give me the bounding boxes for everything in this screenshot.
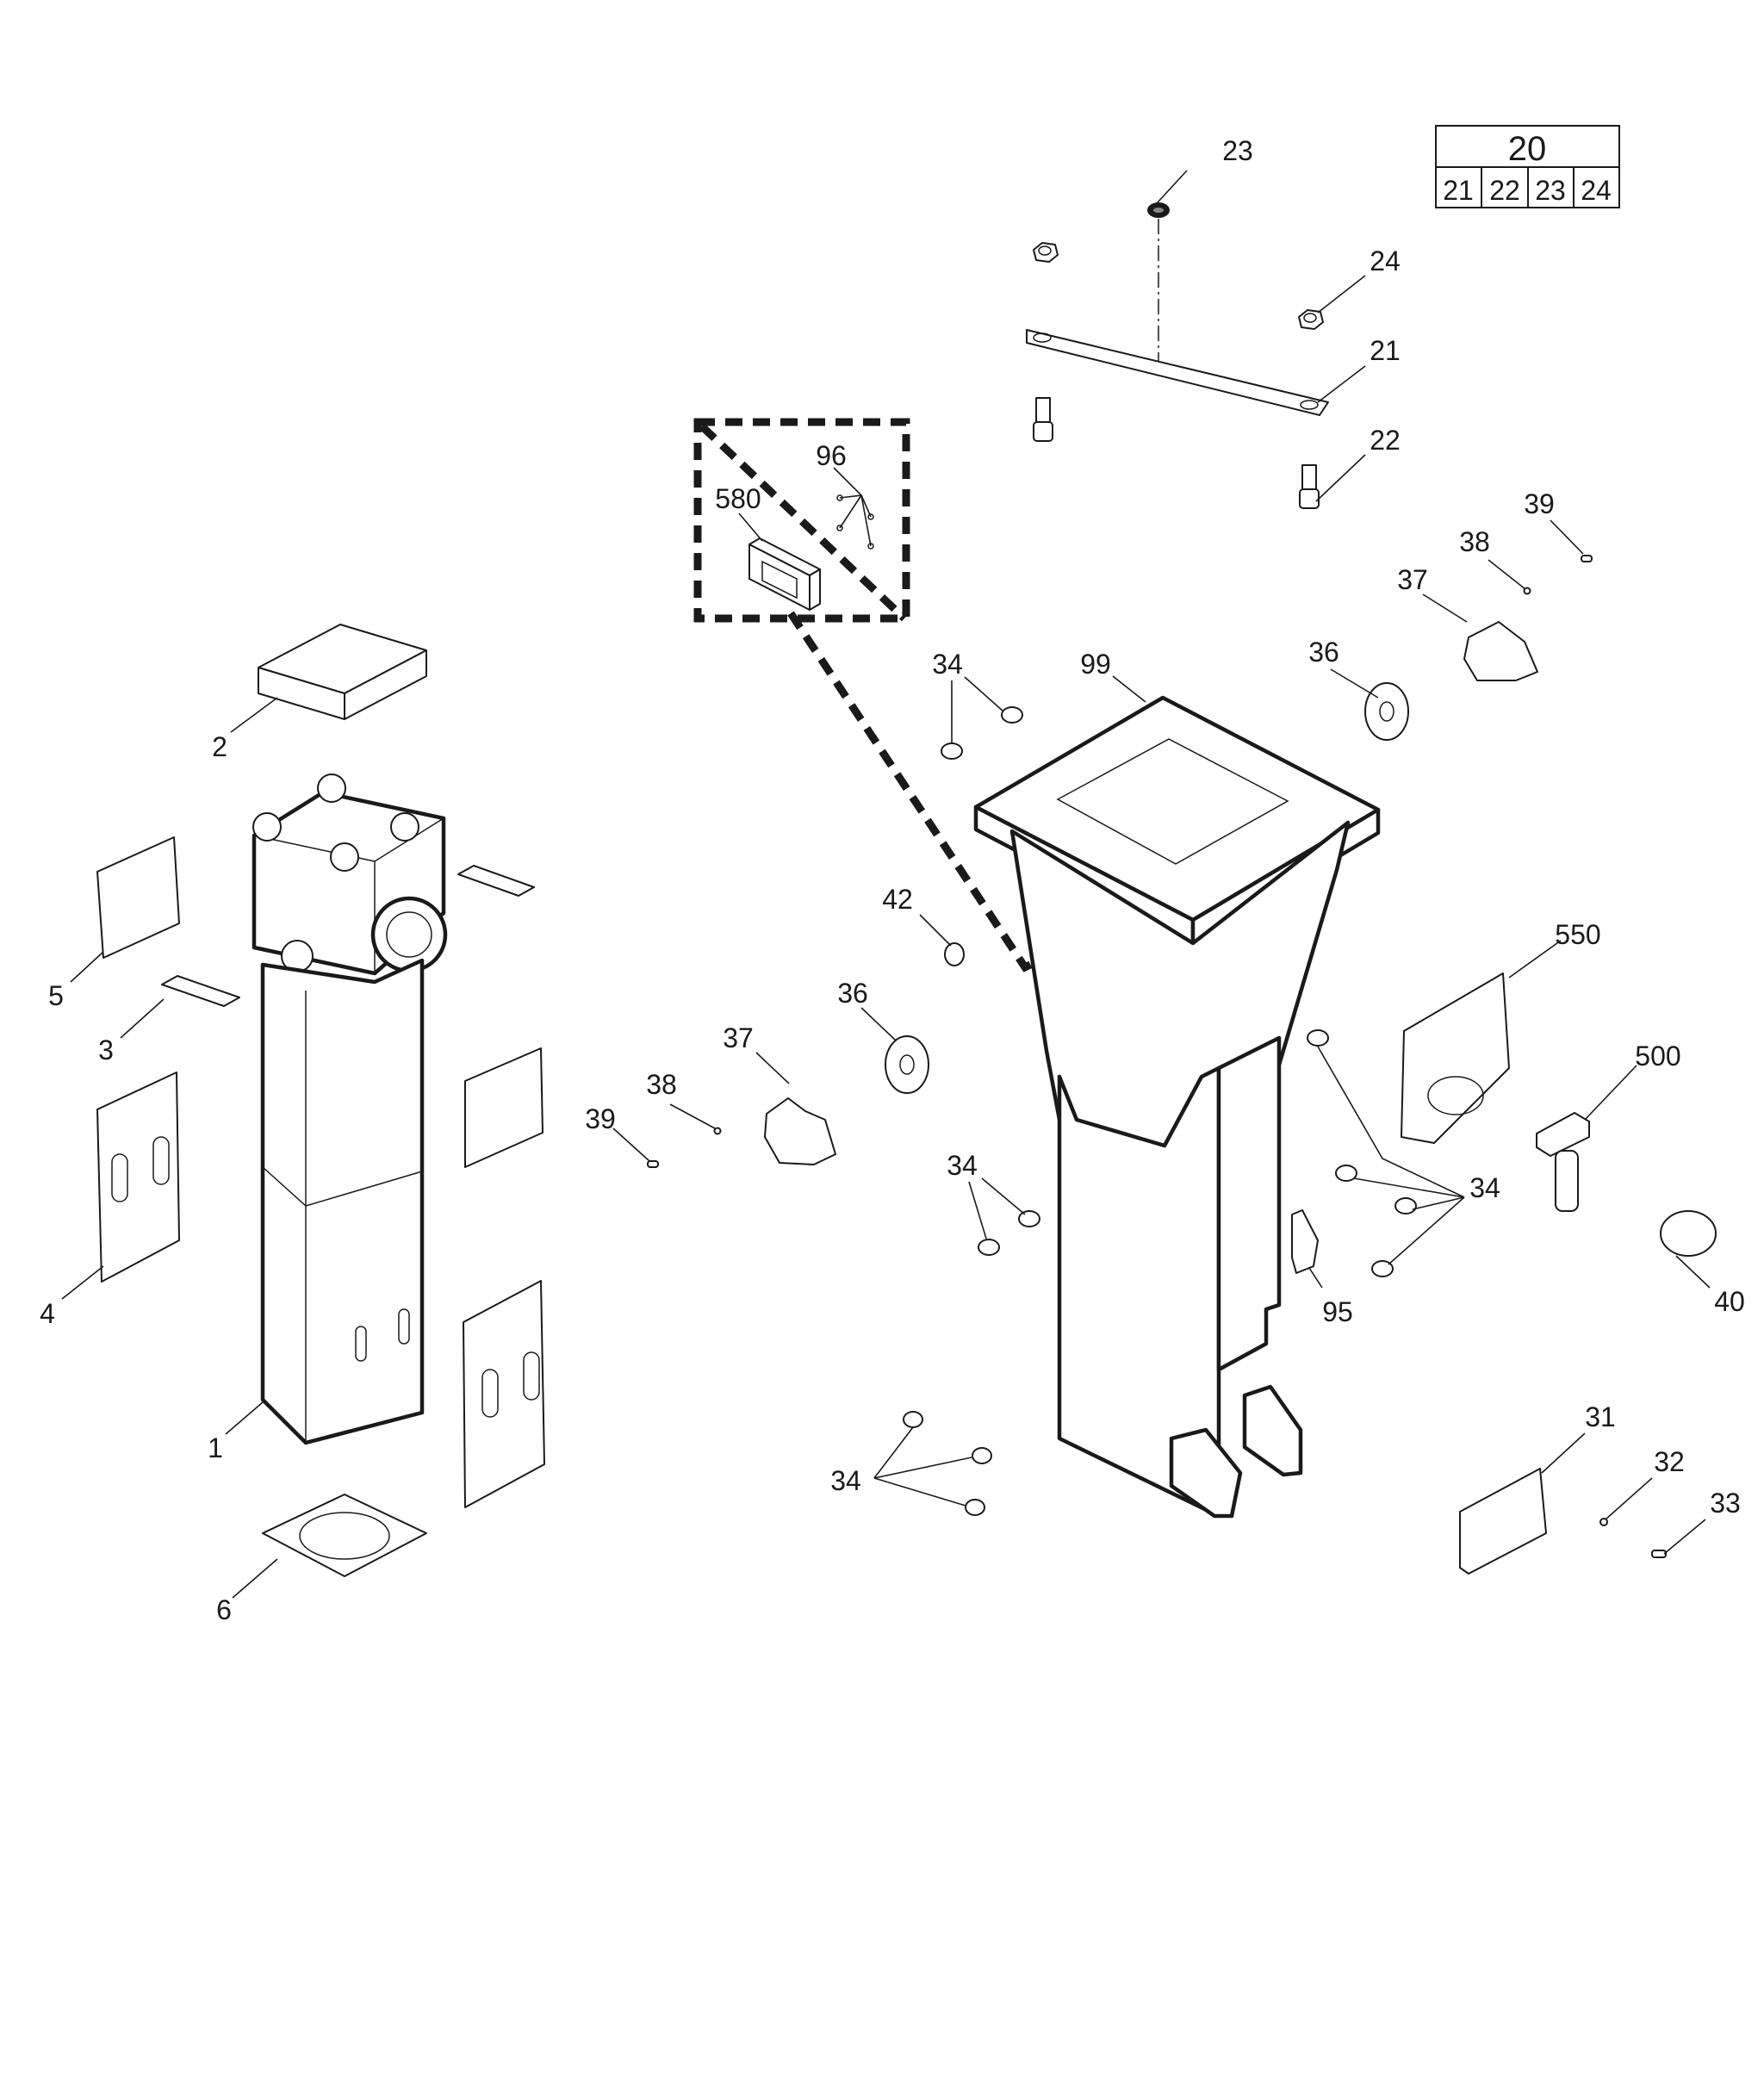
part-37-bracket[interactable]: [1463, 621, 1538, 681]
part-99-housing[interactable]: [973, 695, 1381, 1519]
callout-34a: 34: [932, 649, 963, 680]
part-3-key[interactable]: [161, 975, 240, 1007]
part-34-grommet[interactable]: [941, 742, 963, 760]
callout-21: 21: [1370, 335, 1401, 366]
part-32-washer[interactable]: [1599, 1518, 1608, 1526]
callout-1: 1: [208, 1432, 223, 1463]
part-6-bottom-buffer[interactable]: [262, 1494, 427, 1577]
callout-3: 3: [98, 1034, 114, 1065]
part-96-screws[interactable]: [836, 494, 874, 550]
part-580-junction-box[interactable]: [748, 537, 821, 611]
part-34-plug[interactable]: [965, 1499, 985, 1516]
part-38-washer[interactable]: [713, 1127, 722, 1135]
kit-table-component: 21: [1443, 175, 1474, 206]
part-33-screw[interactable]: [1651, 1550, 1667, 1558]
callout-580: 580: [715, 483, 761, 514]
part-34-grommet[interactable]: [1394, 1197, 1417, 1215]
kit-table-component: 24: [1581, 175, 1612, 206]
part-95-port-cover[interactable]: [1291, 1209, 1319, 1274]
part-34-plug[interactable]: [972, 1447, 992, 1464]
part-34-grommet[interactable]: [1001, 706, 1023, 724]
kit-table-component: 23: [1535, 175, 1566, 206]
part-39-screw[interactable]: [1581, 555, 1593, 562]
callout-34c: 34: [1469, 1172, 1500, 1203]
callout-39a: 39: [585, 1103, 616, 1134]
callout-500: 500: [1635, 1041, 1680, 1072]
part-1-cylinder-assembly[interactable]: [252, 773, 448, 1445]
callout-38b: 38: [1459, 526, 1490, 557]
callout-36a: 36: [837, 978, 868, 1009]
callout-37a: 37: [723, 1022, 754, 1053]
part-24-nut[interactable]: [1298, 309, 1324, 330]
callout-32: 32: [1654, 1446, 1685, 1477]
callout-40: 40: [1714, 1286, 1745, 1317]
callout-95: 95: [1322, 1296, 1353, 1327]
part-24-nut[interactable]: [1033, 242, 1059, 263]
callout-31: 31: [1585, 1401, 1616, 1432]
callout-34d: 34: [830, 1465, 861, 1496]
part-37-bracket[interactable]: [764, 1097, 836, 1165]
part-36-flange-seal[interactable]: [1364, 682, 1409, 741]
callout-42: 42: [882, 884, 913, 915]
part-34-grommet[interactable]: [1335, 1165, 1357, 1182]
callout-39b: 39: [1524, 488, 1555, 519]
part-22-bolt[interactable]: [1299, 464, 1320, 509]
callout-550: 550: [1555, 919, 1600, 950]
part-36-flange-seal[interactable]: [885, 1035, 929, 1094]
callout-38a: 38: [646, 1069, 677, 1100]
part-34-grommet[interactable]: [1371, 1260, 1394, 1277]
part-40-cover-disc[interactable]: [1660, 1210, 1717, 1257]
callout-4: 4: [40, 1298, 55, 1329]
part-4-side-plate[interactable]: [463, 1280, 545, 1508]
callout-2: 2: [212, 731, 227, 762]
part-42-plug[interactable]: [944, 942, 965, 966]
part-38-washer[interactable]: [1523, 587, 1531, 595]
callout-6: 6: [216, 1594, 232, 1625]
callout-36b: 36: [1308, 637, 1339, 668]
leader-lines: [61, 170, 1711, 1599]
part-31-cover-plate[interactable]: [1459, 1468, 1547, 1575]
callout-5: 5: [48, 980, 64, 1011]
part-5-wear-plate[interactable]: [96, 836, 180, 959]
part-3-key[interactable]: [457, 865, 535, 897]
part-39-screw[interactable]: [647, 1160, 659, 1168]
part-21-strap[interactable]: [1026, 329, 1329, 416]
kit-table-kit-number: 20: [1508, 130, 1547, 168]
part-34-grommet[interactable]: [1018, 1210, 1040, 1227]
part-550-sensor-cover[interactable]: [1401, 972, 1510, 1144]
callout-23: 23: [1222, 135, 1253, 166]
callout-22: 22: [1370, 425, 1401, 456]
callout-99: 99: [1080, 649, 1111, 680]
part-34-plug[interactable]: [903, 1411, 923, 1428]
callout-33: 33: [1710, 1488, 1741, 1519]
kit-table: 20 21 22 23 24: [1435, 125, 1620, 208]
part-34-grommet[interactable]: [978, 1239, 1000, 1256]
part-34-grommet[interactable]: [1307, 1029, 1329, 1047]
kit-table-component: 22: [1489, 175, 1520, 206]
part-500-sensor[interactable]: [1536, 1112, 1590, 1212]
part-22-bolt[interactable]: [1033, 397, 1053, 442]
callout-34b: 34: [947, 1150, 978, 1181]
callout-96: 96: [816, 440, 847, 471]
part-23-washer[interactable]: [1147, 202, 1170, 218]
part-5-wear-plate[interactable]: [464, 1047, 543, 1168]
part-2-top-buffer[interactable]: [258, 624, 427, 720]
callout-24: 24: [1370, 245, 1401, 276]
callout-37b: 37: [1397, 564, 1428, 595]
part-4-side-plate[interactable]: [96, 1072, 180, 1283]
